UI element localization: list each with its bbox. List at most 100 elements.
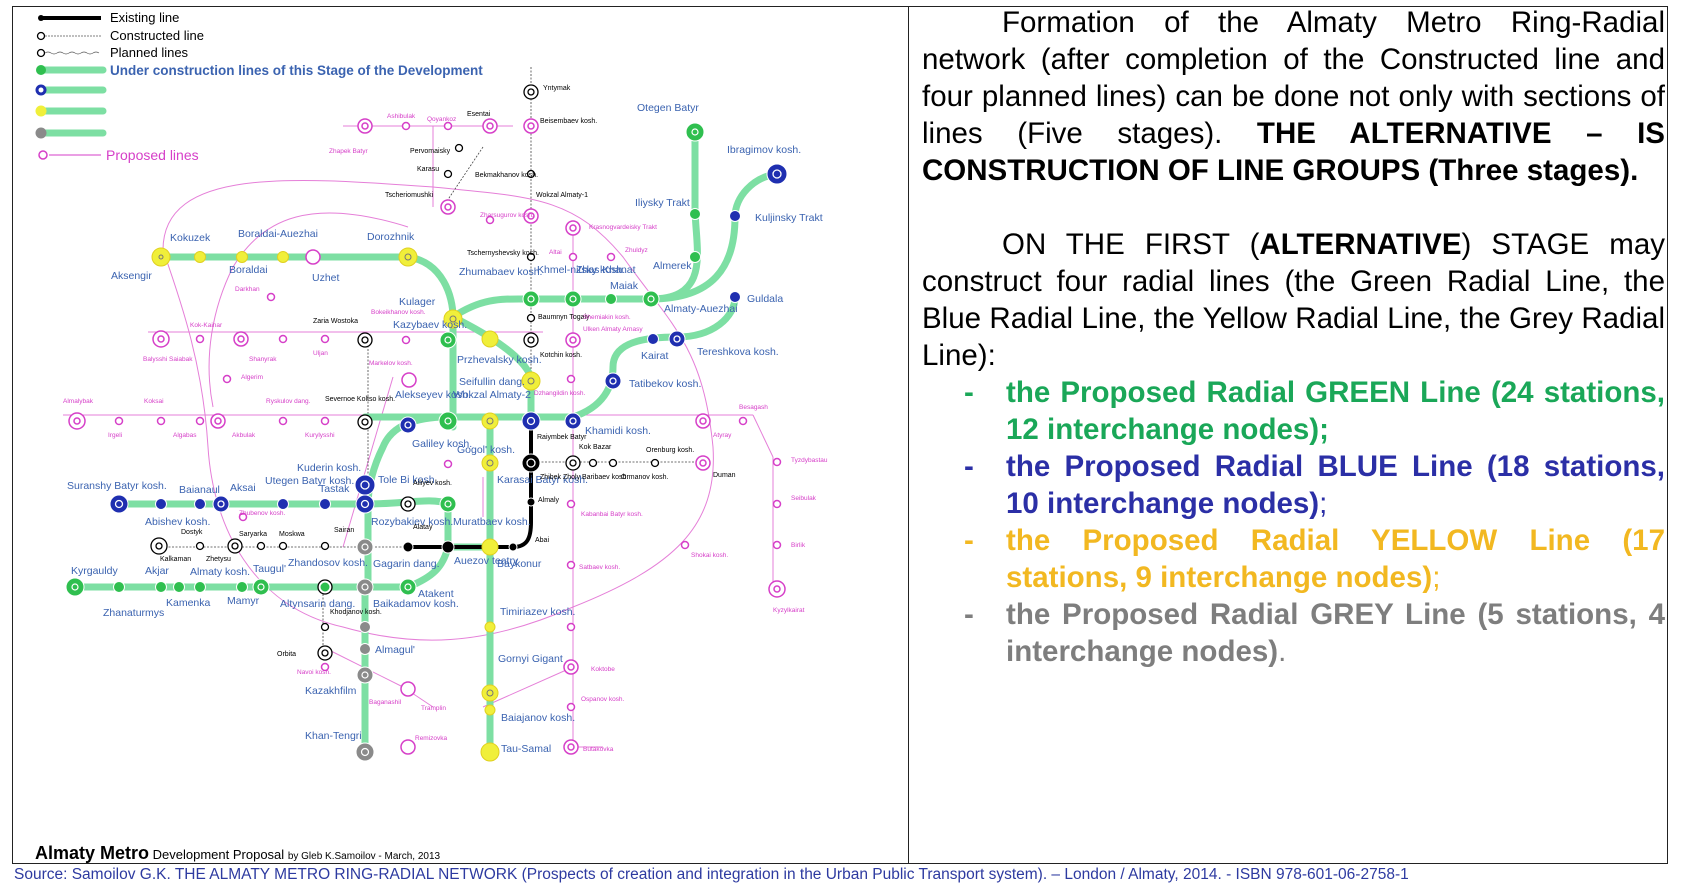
label-kurylysshi: Kurylysshi bbox=[305, 432, 335, 439]
bullet-grey-line: -the Proposed Radial GREY Line (5 statio… bbox=[922, 596, 1665, 670]
label-utegen: Utegen Batyr kosh. bbox=[265, 475, 354, 487]
label-aksai: Aksai bbox=[230, 482, 256, 494]
label-kyzylkairat: Kyzylkairat bbox=[773, 607, 805, 614]
label-dorozhnik: Dorozhnik bbox=[367, 231, 415, 243]
station-labels-black: Yntymak Esentai Beisembaev kosh. Pervoma… bbox=[160, 85, 736, 658]
label-wokzal1: Wokzal Almaty-1 bbox=[536, 192, 588, 199]
label-koksai: Koksai bbox=[144, 398, 164, 405]
label-gornyi-gigant: Gornyi Gigant bbox=[498, 653, 563, 665]
panel-divider bbox=[908, 6, 909, 864]
label-remizovka: Remizovka bbox=[415, 735, 448, 742]
label-kazakhfilm: Kazakhfilm bbox=[305, 685, 357, 697]
bullet-yellow-text: the Proposed Radial YELLOW Line (17 stat… bbox=[1006, 524, 1665, 594]
label-almagul: Almagul' bbox=[375, 644, 415, 656]
label-ailiyev: Ailiyev kosh. bbox=[413, 480, 452, 487]
label-algerim: Algerim bbox=[241, 374, 263, 381]
label-kok-bazar: Kok Bazar bbox=[579, 444, 612, 451]
label-rozybakiev: Rozybakiev kosh. bbox=[371, 516, 453, 528]
label-ormanov: Ormanov kosh. bbox=[621, 474, 669, 481]
label-shanyrak: Shanyrak bbox=[249, 356, 277, 363]
label-zhandosov: Zhandosov kosh. bbox=[288, 557, 368, 569]
label-alekseyev: Alekseyev kosh. bbox=[395, 389, 471, 401]
label-almaly: Almaly bbox=[538, 497, 560, 504]
label-uzhet: Uzhet bbox=[312, 272, 340, 284]
station-markers bbox=[65, 84, 788, 762]
text-panel: Formation of the Almaty Metro Ring-Radia… bbox=[922, 4, 1665, 670]
bullet-dash: - bbox=[964, 524, 974, 557]
label-ashibulak: Ashibulak bbox=[387, 113, 416, 120]
map-caption-author: by Gleb K.Samoilov - March, 2013 bbox=[287, 851, 441, 862]
label-guldala: Guldala bbox=[747, 293, 783, 305]
label-baganashil: Baganashil bbox=[369, 699, 402, 706]
label-beisembaev: Beisembaev kosh. bbox=[540, 118, 597, 125]
label-balysshi: Balysshi Saiabak bbox=[143, 356, 193, 363]
label-tramplin: Tramplin bbox=[421, 705, 446, 712]
label-zhanaturmys: Zhanaturmys bbox=[103, 607, 164, 619]
label-boraldai-auezhai: Boraldai-Auezhai bbox=[238, 228, 318, 240]
label-zhetysu: Zhetysu bbox=[206, 556, 231, 563]
label-qoyankoz: Qoyankoz bbox=[427, 116, 456, 123]
map-caption-title: Almaty Metro bbox=[35, 843, 150, 863]
label-kamenka: Kamenka bbox=[166, 597, 211, 609]
paragraph-2-text-a: ON THE FIRST ( bbox=[1002, 228, 1260, 261]
label-tau-samal: Tau-Samal bbox=[501, 743, 551, 755]
label-kyrgauldy: Kyrgauldy bbox=[71, 565, 118, 577]
station-labels-magenta: Ashibulak Qoyankoz Zhapek Batyr Zharsugu… bbox=[63, 113, 828, 753]
label-muratbaev: Muratbaev kosh. bbox=[453, 516, 531, 528]
paragraph-1-bold: THE ALTERNATIVE – IS CONSTRUCTION OF LIN… bbox=[922, 117, 1665, 187]
paragraph-2-text-b: ) STAGE may construct four radial lines … bbox=[922, 228, 1665, 372]
label-galiley: Galiley kosh. bbox=[412, 438, 472, 450]
label-ryskulov: Ryskulov dang. bbox=[266, 398, 311, 405]
label-pervomaisky: Pervomaisky bbox=[410, 148, 451, 155]
label-atakent: Atakent bbox=[418, 588, 454, 600]
label-ulken: Ulken Almaty Arnasy bbox=[583, 326, 643, 333]
bullet-dash: - bbox=[964, 450, 974, 483]
label-kok-kainar: Kok-Kainar bbox=[190, 322, 223, 329]
label-gagarin: Gagarin dang. bbox=[373, 558, 440, 570]
paragraph-1-text: Formation of the Almaty Metro Ring-Radia… bbox=[922, 6, 1665, 150]
label-baianaul: Baianaul bbox=[179, 484, 220, 496]
label-zhas-khanat: Zhas Khanat bbox=[576, 264, 636, 276]
map-caption-subtitle: Development Proposal bbox=[152, 847, 285, 862]
label-przhevalsky: Przhevalsky kosh. bbox=[457, 354, 542, 366]
legend-existing: Existing line bbox=[110, 10, 179, 25]
label-almerek: Almerek bbox=[653, 260, 692, 272]
label-iliysky: Iliysky Trakt bbox=[635, 197, 690, 209]
label-khan-tengri: Khan-Tengri bbox=[305, 730, 362, 742]
label-zhuldyz: Zhuldyz bbox=[625, 247, 648, 254]
label-raiymbek: Raiymbek Batyr bbox=[537, 434, 587, 441]
label-zhubenov: Zhubenov kosh. bbox=[239, 510, 285, 517]
label-koktobe: Koktobe bbox=[591, 666, 615, 673]
metro-map-svg: Existing line Constructed line Planned l… bbox=[35, 10, 828, 762]
label-aksengir: Aksengir bbox=[111, 270, 152, 282]
label-kairat: Kairat bbox=[641, 350, 669, 362]
label-algabas: Algabas bbox=[173, 432, 197, 439]
label-ibragimov: Ibragimov kosh. bbox=[727, 144, 801, 156]
bullet-green-text: the Proposed Radial GREEN Line (24 stati… bbox=[1006, 376, 1665, 446]
map-legend: Existing line Constructed line Planned l… bbox=[35, 10, 483, 163]
legend-constructed: Constructed line bbox=[110, 28, 204, 43]
label-besagash: Besagash bbox=[739, 404, 768, 411]
label-kabanbai: Kabanbai Batyr kosh. bbox=[581, 511, 643, 518]
proposed-lines bbox=[63, 125, 774, 748]
label-kotchin: Kotchin kosh. bbox=[540, 352, 582, 359]
label-baribaev: Baribaev kosh. bbox=[582, 474, 628, 481]
label-almalybak: Almalybak bbox=[63, 398, 94, 405]
label-tscheriomushki: Tscheriomushki bbox=[385, 192, 434, 199]
label-uljan: Uljan bbox=[313, 350, 328, 357]
label-duman: Duman bbox=[713, 472, 736, 479]
label-markelov: Markelov kosh. bbox=[369, 360, 413, 367]
label-shemiakin: Shemiakin kosh. bbox=[583, 314, 631, 321]
legend-under-construction: Under construction lines of this Stage o… bbox=[110, 63, 483, 78]
bullet-yellow-tail: ; bbox=[1432, 561, 1441, 594]
label-tatibekov: Tatibekov kosh. bbox=[629, 378, 701, 390]
label-altai: Altai bbox=[549, 249, 562, 256]
source-citation: Source: Samoilov G.K. THE ALMATY METRO R… bbox=[14, 866, 1409, 883]
bullet-blue-tail: ; bbox=[1319, 487, 1328, 520]
label-khamidi: Khamidi kosh. bbox=[585, 425, 651, 437]
label-tastak: Tastak bbox=[319, 483, 350, 495]
label-akbulak: Akbulak bbox=[232, 432, 256, 439]
paragraph-1: Formation of the Almaty Metro Ring-Radia… bbox=[922, 4, 1665, 189]
legend-planned: Planned lines bbox=[110, 45, 189, 60]
label-kalkaman: Kalkaman bbox=[160, 556, 191, 563]
